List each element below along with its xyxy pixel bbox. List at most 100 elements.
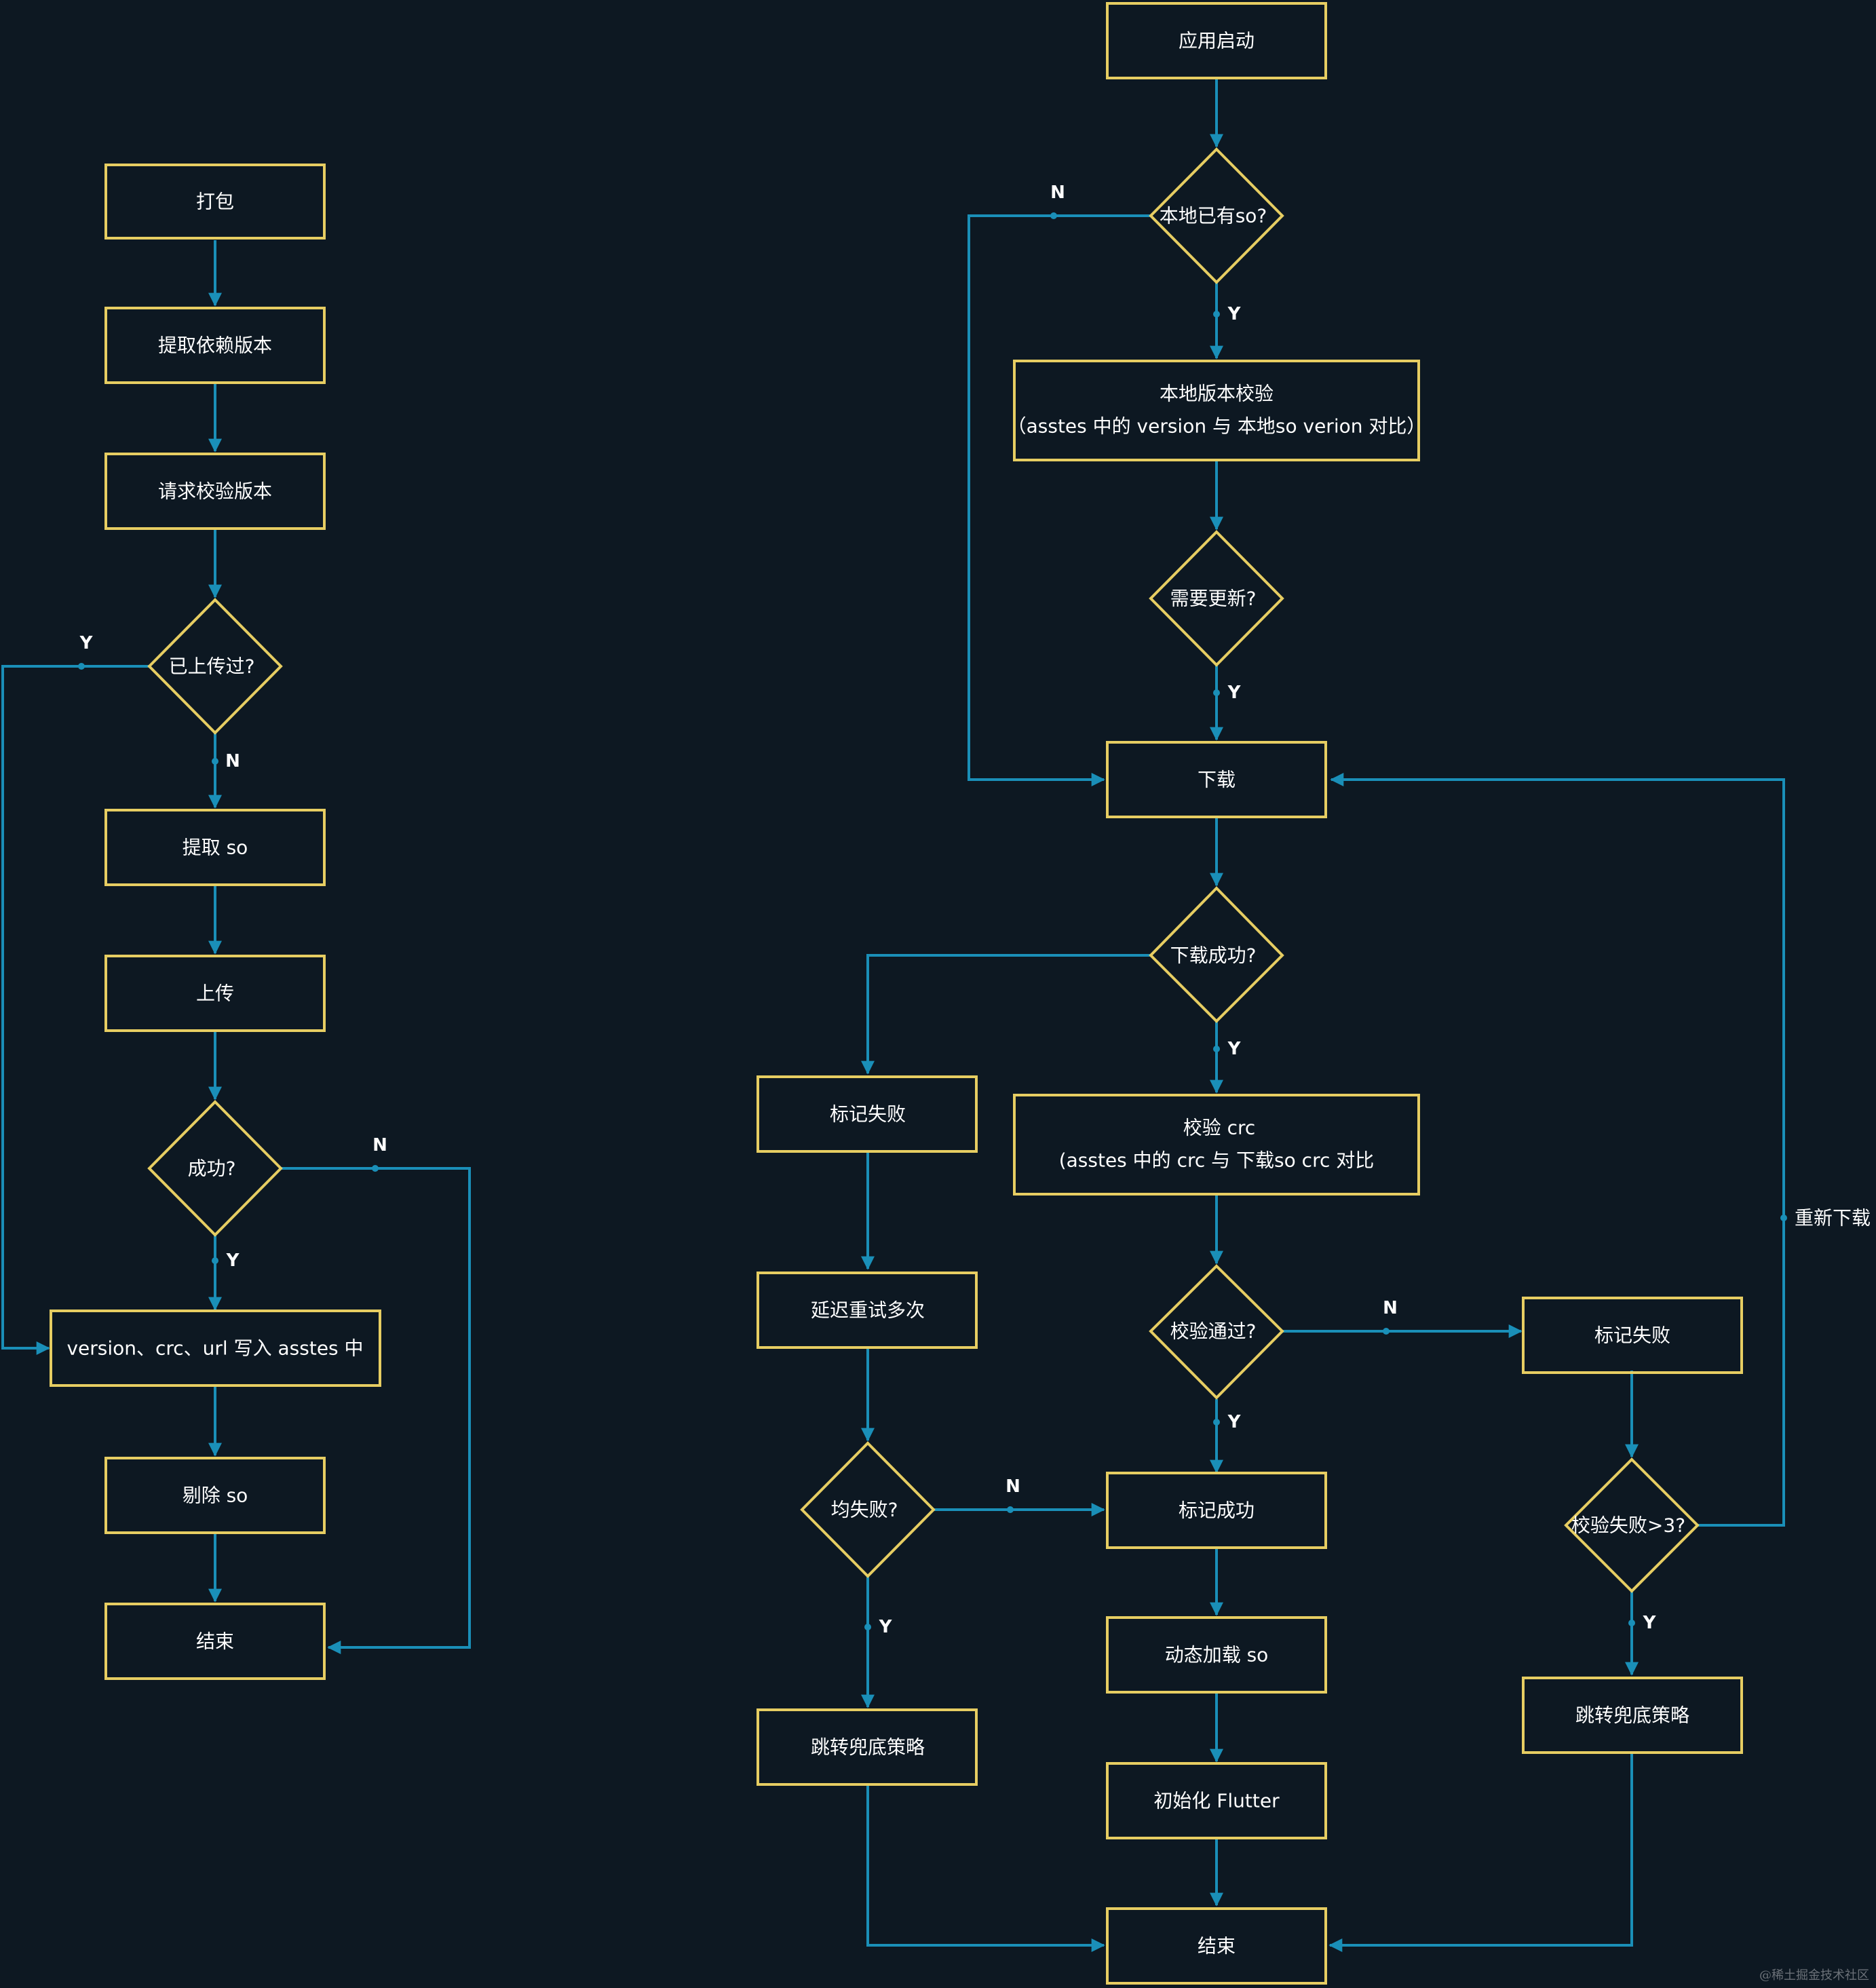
node-all-fail-q: 均失败? [800,1441,936,1578]
node-dynamic-load-so: 动态加载 so [1106,1616,1327,1694]
right-flow-edges [861,79,1787,1952]
node-fallback-left: 跳转兜底策略 [757,1708,978,1786]
svg-text:跳转兜底策略: 跳转兜底策略 [1575,1704,1689,1727]
edge-dot [212,1257,218,1264]
label-download-yes: Y [1227,1039,1242,1059]
svg-text:动态加载 so: 动态加载 so [1165,1644,1269,1666]
label-local-yes: Y [1227,304,1242,324]
left-flow-edges [1,240,471,1654]
edge-dot [1213,1419,1220,1426]
node-mark-fail-left: 标记失败 [757,1075,978,1153]
label-need-update-yes: Y [1227,683,1242,703]
label-check-pass-no: N [1383,1298,1398,1318]
svg-text:本地版本校验: 本地版本校验 [1160,383,1274,405]
svg-text:初始化 Flutter: 初始化 Flutter [1153,1790,1280,1812]
svg-text:校验 crc: 校验 crc [1183,1117,1256,1139]
edge-dot [1213,1046,1220,1052]
edge-uploaded-q-yes [1,665,149,1355]
label-success-yes: Y [226,1250,240,1271]
node-mark-success: 标记成功 [1106,1472,1327,1549]
svg-text:应用启动: 应用启动 [1179,30,1255,52]
svg-text:提取 so: 提取 so [183,837,248,859]
edge-dot [1050,212,1057,219]
node-fallback-right: 跳转兜底策略 [1522,1677,1743,1754]
edge-fallback-right-to-end [1328,1753,1633,1952]
node-local-version-check: 本地版本校验 （asstes 中的 version 与 本地so verion … [1008,360,1426,461]
svg-text:需要更新?: 需要更新? [1170,588,1257,610]
svg-text:标记失败: 标记失败 [830,1103,906,1126]
svg-text:提取依赖版本: 提取依赖版本 [158,334,272,357]
svg-text:结束: 结束 [1198,1935,1236,1957]
svg-text:延迟重试多次: 延迟重试多次 [811,1299,925,1322]
node-write-assets: version、crc、url 写入 asstes 中 [50,1310,381,1387]
edge-dot [1213,689,1220,696]
svg-text:标记成功: 标记成功 [1179,1499,1255,1522]
edge-dot [1007,1506,1014,1513]
label-uploaded-yes: Y [79,633,94,653]
node-download-success-q: 下载成功? [1149,886,1284,1023]
edge-fallback-left-to-end [866,1785,1105,1952]
node-extract-so: 提取 so [104,809,326,886]
edge-dot [1780,1215,1787,1221]
svg-text:version、crc、url 写入 asstes 中: version、crc、url 写入 asstes 中 [66,1337,363,1360]
label-check-pass-yes: Y [1227,1412,1242,1432]
edge-dot [864,1624,871,1630]
node-crc-check: 校验 crc (asstes 中的 crc 与 下载so crc 对比 [1013,1094,1420,1196]
node-app-start: 应用启动 [1106,2,1327,79]
svg-text:(asstes 中的 crc 与 下载so crc 对比: (asstes 中的 crc 与 下载so crc 对比 [1059,1149,1375,1172]
edge-success-q-no [281,1167,471,1654]
node-check-pass-q: 校验通过? [1149,1264,1284,1400]
label-all-fail-yes: Y [879,1617,893,1637]
edge-dot [372,1165,379,1172]
svg-text:成功?: 成功? [188,1158,236,1180]
svg-text:校验通过?: 校验通过? [1170,1320,1257,1343]
svg-text:下载成功?: 下载成功? [1170,944,1257,967]
svg-text:校验失败>3?: 校验失败>3? [1571,1514,1685,1537]
svg-text:剔除 so: 剔除 so [183,1485,248,1507]
node-end-left: 结束 [104,1603,326,1680]
edge-local-q-no [968,214,1150,786]
edge-dot [1213,311,1220,318]
label-success-no: N [372,1135,387,1155]
label-local-no: N [1050,183,1065,203]
watermark: @稀土掘金技术社区 [1759,1968,1869,1983]
node-request-check: 请求校验版本 [104,453,326,530]
node-pack: 打包 [104,164,326,240]
node-remove-so: 剔除 so [104,1457,326,1534]
svg-text:均失败?: 均失败? [831,1499,898,1521]
svg-text:已上传过?: 已上传过? [169,655,255,678]
label-gt3-yes: Y [1643,1613,1657,1633]
node-download: 下载 [1106,741,1327,818]
svg-text:（asstes 中的 version 与 本地so veri: （asstes 中的 version 与 本地so verion 对比） [1008,415,1426,438]
node-end-right: 结束 [1106,1907,1327,1985]
svg-text:打包: 打包 [196,191,234,213]
edge-dot [212,758,218,765]
svg-text:上传: 上传 [196,982,234,1005]
label-redownload: 重新下载 [1795,1207,1871,1229]
label-uploaded-no: N [225,751,240,771]
svg-text:标记失败: 标记失败 [1594,1324,1670,1347]
svg-text:跳转兜底策略: 跳转兜底策略 [811,1736,925,1759]
node-init-flutter: 初始化 Flutter [1106,1762,1327,1839]
right-flow-nodes: 应用启动 本地已有so? 本地版本校验 （asstes 中的 version 与… [757,2,1743,1985]
edge-dot [78,663,85,670]
left-flow-nodes: 打包 提取依赖版本 请求校验版本 已上传过? 提取 so 上传 成功? ver [50,164,381,1680]
edge-dot [1383,1328,1390,1335]
node-uploaded-q: 已上传过? [147,598,283,735]
node-need-update-q: 需要更新? [1149,530,1284,667]
node-local-has-so-q: 本地已有so? [1149,147,1284,284]
node-success-q: 成功? [147,1100,283,1237]
node-check-fail-gt3-q: 校验失败>3? [1564,1457,1700,1593]
label-all-fail-no: N [1006,1476,1020,1497]
edge-labels: Y N N Y N Y Y Y N Y N Y Y 重新下载 [79,183,1871,1637]
node-retry-delay: 延迟重试多次 [757,1272,978,1349]
node-mark-fail-right: 标记失败 [1522,1297,1743,1374]
node-extract-version: 提取依赖版本 [104,307,326,384]
svg-text:下载: 下载 [1198,769,1236,791]
svg-text:结束: 结束 [196,1630,234,1653]
edge-dot [1628,1620,1635,1626]
node-upload: 上传 [104,955,326,1032]
svg-text:本地已有so?: 本地已有so? [1160,205,1267,227]
edge-gt3-q-no-redownload [1330,773,1785,1527]
